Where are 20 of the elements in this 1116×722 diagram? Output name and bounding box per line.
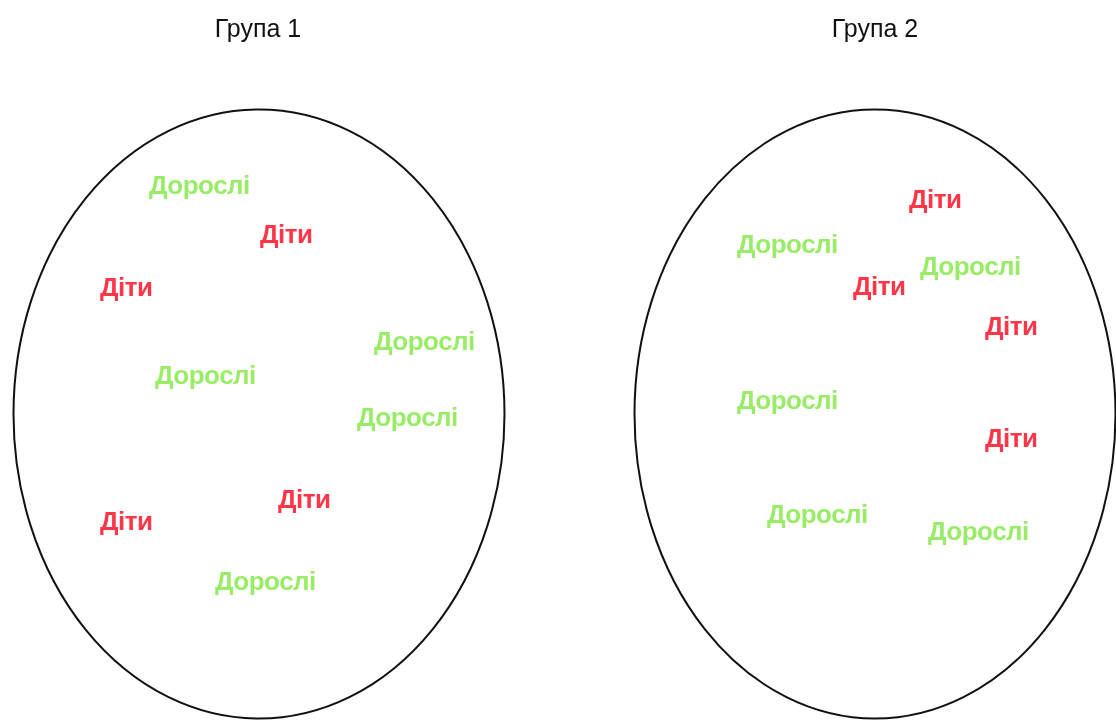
group-member-label: Дорослі (920, 251, 1021, 282)
group-title: Група 2 (831, 14, 919, 43)
group-member-label: Дорослі (737, 385, 838, 416)
group-member-label: Дорослі (215, 566, 316, 597)
group-member-label: Дорослі (767, 499, 868, 530)
group-member-label: Діти (100, 272, 153, 303)
group-member-label: Дорослі (155, 360, 256, 391)
group-member-label: Діти (909, 184, 962, 215)
group-title: Група 1 (214, 14, 302, 43)
group-member-label: Дорослі (737, 229, 838, 260)
group-member-label: Діти (985, 423, 1038, 454)
group-member-label: Діти (100, 506, 153, 537)
group-member-label: Діти (985, 311, 1038, 342)
group-member-label: Дорослі (357, 402, 458, 433)
group-member-label: Дорослі (149, 170, 250, 201)
group-member-label: Діти (853, 271, 906, 302)
group-member-label: Дорослі (374, 326, 475, 357)
group-member-label: Дорослі (928, 516, 1029, 547)
group-member-label: Діти (260, 219, 313, 250)
group-member-label: Діти (278, 484, 331, 515)
